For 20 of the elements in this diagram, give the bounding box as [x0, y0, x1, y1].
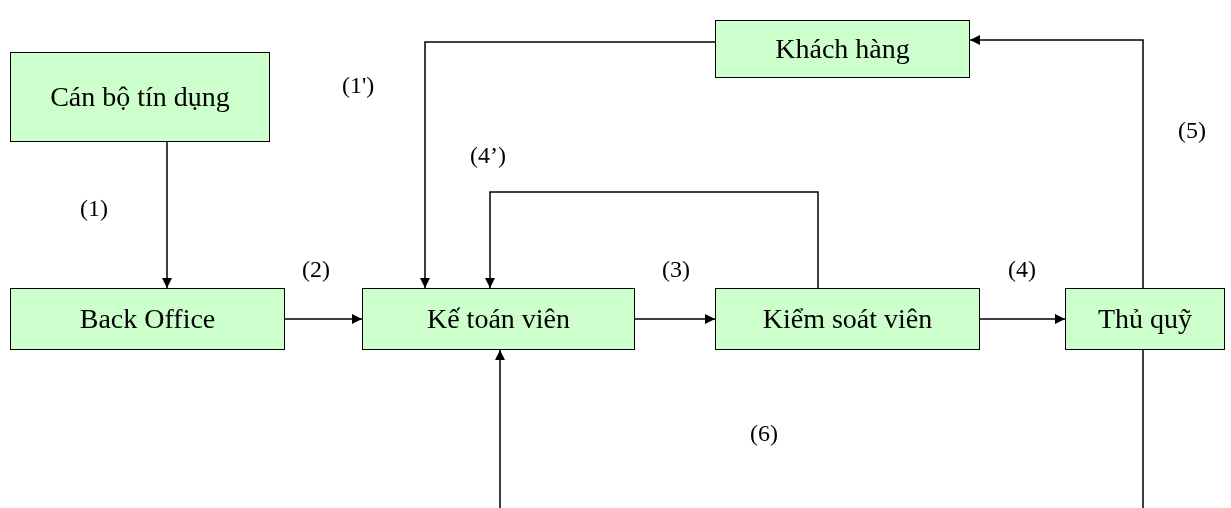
- process-box: [362, 288, 635, 350]
- arrow: [969, 35, 1144, 289]
- process-box: [10, 52, 270, 142]
- box-label: Khách hàng: [775, 33, 910, 65]
- box-label: Kiểm soát viên: [762, 303, 933, 335]
- box-label: Kế toán viên: [426, 303, 571, 335]
- process-box: [10, 288, 285, 350]
- arrow: [634, 314, 716, 324]
- arrow: [495, 349, 1144, 508]
- arrow: [284, 314, 363, 324]
- box-label: Thủ quỹ: [1097, 303, 1193, 335]
- box-label: Cán bộ tín dụng: [50, 81, 230, 113]
- process-box: [715, 288, 980, 350]
- arrow: [162, 141, 172, 289]
- box-label: Back Office: [79, 303, 216, 335]
- arrow: [485, 191, 819, 289]
- process-box: [715, 20, 970, 78]
- arrow: [979, 314, 1066, 324]
- process-box: [1065, 288, 1225, 350]
- arrow: [420, 41, 716, 289]
